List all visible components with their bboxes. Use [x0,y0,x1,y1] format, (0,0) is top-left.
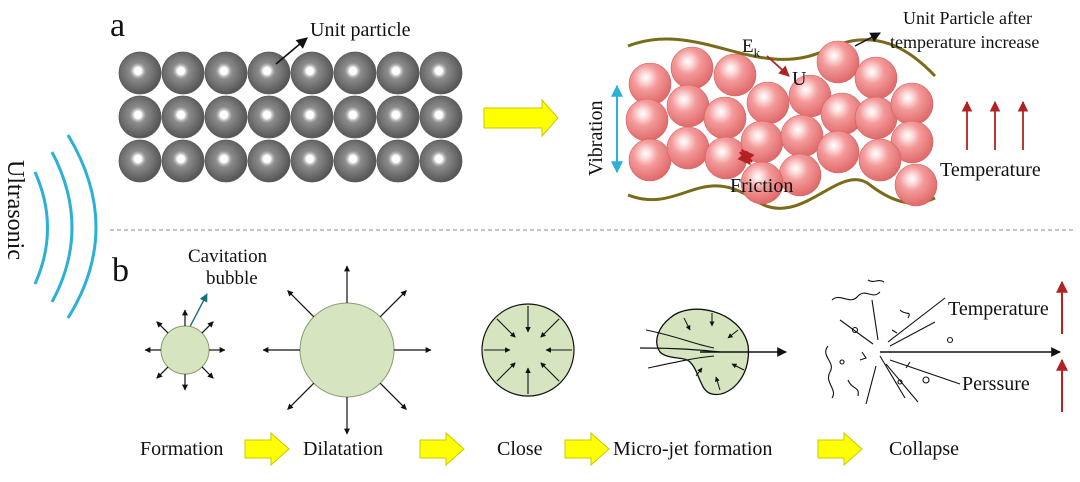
gray-particle [333,95,377,139]
heated-particle [628,62,672,106]
stage-arrow [564,431,610,467]
heated-particle [704,136,748,180]
gray-particle [118,95,162,139]
heated-particle-channel [625,37,938,210]
stage-arrow [419,431,465,467]
u-label: U [792,68,807,90]
gray-particle [247,95,291,139]
heated-particle [816,40,860,84]
stage-label-micro-jet: Micro-jet formation [613,438,772,460]
gray-particle [247,51,291,95]
heated-particle [666,84,710,128]
panel-a-letter: a [110,7,125,44]
heated-particle [670,46,714,90]
heated-particle [713,53,757,97]
gray-particle [161,51,205,95]
heated-particle [628,138,672,182]
cavitation-label-line1: Cavitation [188,246,268,267]
gray-particle-grid [118,51,463,183]
gray-particle [161,95,205,139]
heated-particle [703,96,747,140]
friction-arrow-2 [741,148,755,164]
gray-particle [290,95,334,139]
friction-label: Friction [730,175,793,197]
heated-particle [854,56,898,100]
pressure-label: Perssure [962,373,1030,395]
gray-particle [204,51,248,95]
heated-particle [858,138,902,182]
after-label-line1: Unit Particle after [903,8,1032,28]
close-bubble [481,303,575,397]
gray-particle [204,95,248,139]
gray-particle [118,139,162,183]
stage-arrow [817,431,863,467]
formation-bubble [144,309,226,391]
gray-particle [118,51,162,95]
gray-particle [290,139,334,183]
panel-b-letter: b [112,252,129,289]
channel-bottom-wall [627,178,936,210]
gray-particle [333,51,377,95]
gray-particle [333,139,377,183]
heated-particle [625,98,669,142]
heated-particle [894,163,938,207]
unit-particle-label: Unit particle [310,19,411,41]
channel-top-wall [627,37,937,78]
heated-particle [890,82,934,126]
gray-particle [376,95,420,139]
gray-particle [161,139,205,183]
stage-arrow [244,431,290,467]
gray-particle [290,51,334,95]
stage-label-close: Close [497,438,543,460]
cavitation-label-line2: bubble [206,268,258,289]
vibration-label: Vibration [585,101,607,176]
temperature-arrows-a [961,100,1029,150]
energy-conversion-arrow [766,55,790,77]
after-label-line2: temperature increase [890,32,1039,52]
stage-label-collapse: Collapse [889,438,959,460]
dilatation-bubble [262,265,432,435]
gray-particle [419,139,463,183]
ultrasonic-label: Ultrasonic [2,160,28,260]
pink-particle-grid [625,40,938,207]
gray-particle [247,139,291,183]
heated-particle [746,81,790,125]
heated-particle [854,96,898,140]
ek-label: Ek [742,36,761,60]
stage-arrows [244,431,863,467]
ultrasonic-waves [33,134,98,319]
unit-particle-pointer [275,37,308,65]
collapse-fragments [825,279,1061,405]
heated-particle [666,126,710,170]
stage-label-dilatation: Dilatation [303,438,383,460]
gray-particle [204,139,248,183]
yellow-arrow-a [483,98,559,138]
temperature-label-a: Temperature [940,159,1041,181]
heated-particle [780,114,824,158]
heated-particle [816,130,860,174]
gray-particle [376,139,420,183]
gray-particle [419,51,463,95]
temperature-label-b: Temperature [948,298,1049,320]
after-particle-pointer [854,32,881,47]
micro-jet-bubble [639,308,787,396]
stage-label-formation: Formation [140,438,223,460]
gray-particle [419,95,463,139]
heated-particle [740,161,784,205]
gray-particle [376,51,420,95]
